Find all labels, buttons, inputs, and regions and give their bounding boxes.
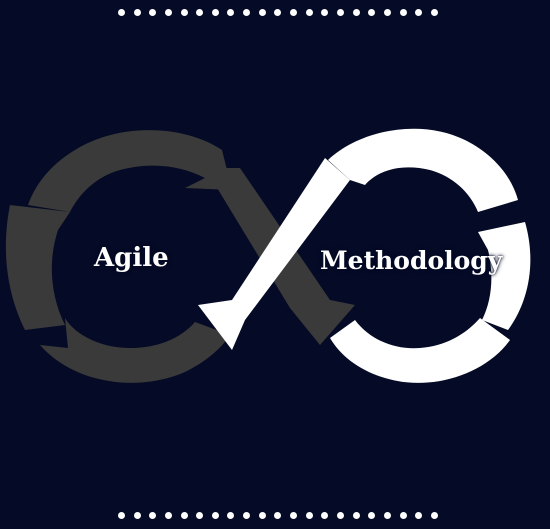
decorative-dot xyxy=(274,8,282,16)
decorative-dot xyxy=(196,511,204,519)
left-arc-top xyxy=(28,130,232,212)
decorative-dot xyxy=(164,8,172,16)
decorative-dot xyxy=(321,8,329,16)
decorative-dot xyxy=(211,8,219,16)
decorative-dot xyxy=(274,511,282,519)
decorative-dot xyxy=(290,511,298,519)
decorative-dot xyxy=(399,511,407,519)
decorative-dot xyxy=(258,8,266,16)
decorative-dot xyxy=(227,8,235,16)
decorative-dot xyxy=(211,511,219,519)
decorative-dot xyxy=(415,8,423,16)
right-arc-side xyxy=(478,222,531,330)
decorative-dot xyxy=(368,8,376,16)
right-loop xyxy=(198,128,531,383)
decorative-dot xyxy=(321,511,329,519)
right-arc-top xyxy=(328,128,518,212)
decorative-dot xyxy=(164,511,172,519)
left-loop xyxy=(5,130,355,383)
decorative-dot xyxy=(430,8,438,16)
decorative-dot xyxy=(180,511,188,519)
left-arc-side xyxy=(5,205,71,330)
decorative-dot xyxy=(118,511,125,519)
decorative-dot xyxy=(290,8,298,16)
decorative-dot xyxy=(305,8,313,16)
decorative-dot xyxy=(133,511,141,519)
right-arc-bottom xyxy=(330,318,510,383)
decorative-dot xyxy=(352,511,360,519)
decorative-dot xyxy=(336,511,344,519)
decorative-dot xyxy=(383,8,391,16)
decorative-dot xyxy=(258,511,266,519)
decorative-dot xyxy=(243,511,251,519)
left-arc-bottom xyxy=(40,318,230,383)
agile-label: Agile xyxy=(94,243,169,273)
decorative-dot xyxy=(243,8,251,16)
top-dot-row xyxy=(118,7,438,17)
decorative-dot xyxy=(415,511,423,519)
decorative-dot xyxy=(149,8,157,16)
decorative-dot xyxy=(383,511,391,519)
decorative-dot xyxy=(352,8,360,16)
decorative-dot xyxy=(399,8,407,16)
decorative-dot xyxy=(227,511,235,519)
decorative-dot xyxy=(180,8,188,16)
decorative-dot xyxy=(368,511,376,519)
decorative-dot xyxy=(336,8,344,16)
decorative-dot xyxy=(305,511,313,519)
methodology-label: Methodology xyxy=(320,246,503,275)
decorative-dot xyxy=(133,8,141,16)
decorative-dot xyxy=(149,511,157,519)
decorative-dot xyxy=(196,8,204,16)
decorative-dot xyxy=(118,8,125,16)
bottom-dot-row xyxy=(118,510,438,520)
right-cross-bar xyxy=(198,158,350,350)
decorative-dot xyxy=(430,511,438,519)
